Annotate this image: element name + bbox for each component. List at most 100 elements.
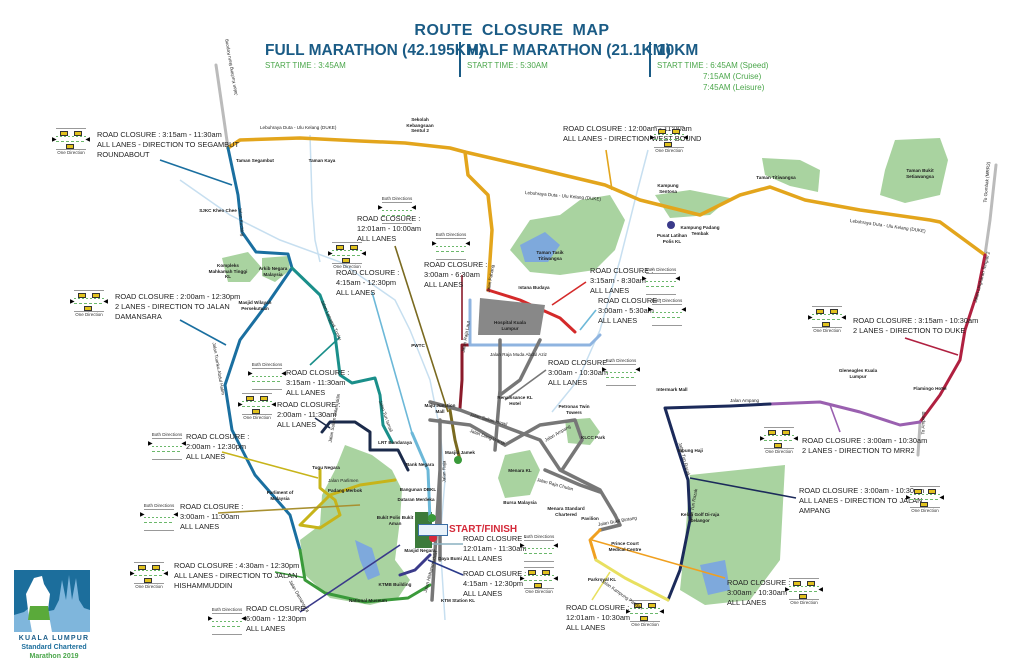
closure-time: ROAD CLOSURE : bbox=[598, 296, 662, 305]
lanes-icon bbox=[212, 613, 242, 635]
park-arkib bbox=[222, 252, 262, 282]
closure-detail: ALL LANES - DIRECTION TO JALAN bbox=[174, 571, 298, 580]
callout-leader-line bbox=[159, 159, 233, 186]
callout-leader-line bbox=[829, 404, 841, 433]
arrow-left-icon: ◀ bbox=[181, 441, 186, 447]
landmark-label: Taman Titiwangsa bbox=[756, 175, 796, 180]
closure-time: ROAD CLOSURE : bbox=[548, 358, 612, 367]
arrow-right-icon: ▶ bbox=[148, 441, 153, 447]
lanes-icon bbox=[56, 128, 86, 150]
arrow-left-icon: ◀ bbox=[85, 137, 90, 143]
lane-direction-icon: One Direction▶◀ bbox=[70, 290, 108, 318]
callout-leader-line bbox=[371, 291, 413, 434]
lakes bbox=[355, 232, 730, 595]
callout-leader-line bbox=[309, 336, 341, 366]
closure-time: ROAD CLOSURE : bbox=[463, 534, 527, 543]
lake-titiwangsa bbox=[520, 232, 560, 262]
closure-detail: 3:00am - 10:30am bbox=[548, 368, 608, 377]
car-icon bbox=[822, 322, 830, 327]
lane-direction-icon: One Direction▶◀ bbox=[906, 486, 944, 514]
closure-detail: 2:00am - 11:30am bbox=[277, 410, 337, 419]
lanes-icon bbox=[812, 306, 842, 328]
arrow-left-icon: ◀ bbox=[553, 543, 558, 549]
closure-time: ROAD CLOSURE : bbox=[277, 400, 341, 409]
closure-detail: ALL LANES bbox=[286, 388, 326, 397]
lane-direction-icon: One Direction▶◀ bbox=[760, 427, 798, 455]
route-lightblue-hospital bbox=[468, 298, 602, 347]
arrow-right-icon: ▶ bbox=[238, 402, 243, 408]
callout-leader-line bbox=[299, 544, 401, 613]
arrow-left-icon: ◀ bbox=[281, 371, 286, 377]
landmark-label: Arkib Negara Malaysia bbox=[258, 266, 288, 277]
closure-detail: DAMANSARA bbox=[115, 312, 162, 321]
landmark-label: Pavilion bbox=[581, 516, 599, 521]
callout-leader-line bbox=[904, 337, 959, 356]
event-name: FULL MARATHON (42.195KM) bbox=[265, 42, 485, 59]
route-yellow-pandan bbox=[594, 558, 670, 602]
car-icon bbox=[74, 131, 82, 136]
closure-detail: ALL LANES bbox=[548, 378, 588, 387]
arrow-right-icon: ▶ bbox=[648, 307, 653, 313]
closure-time: ROAD CLOSURE : bbox=[336, 268, 400, 277]
landmark-label: Bursa Malaysia bbox=[503, 500, 537, 505]
lanes-icon bbox=[524, 540, 554, 562]
lane-direction-icon: Both Directions▶◀ bbox=[148, 432, 186, 460]
landmark-label: Tabung Haji bbox=[677, 448, 703, 453]
car-icon bbox=[336, 245, 344, 250]
callout-leader-line bbox=[591, 539, 726, 579]
lanes-icon bbox=[524, 567, 554, 589]
runner-skyline-icon bbox=[14, 575, 90, 632]
divider bbox=[459, 42, 461, 77]
lanes-icon bbox=[144, 509, 174, 531]
lanes-icon bbox=[74, 290, 104, 312]
arrow-left-icon: ◀ bbox=[635, 367, 640, 373]
landmark-label: National Museum bbox=[348, 598, 388, 603]
landmark-label: KTM Station KL bbox=[440, 598, 476, 603]
route-blue-kuching bbox=[223, 146, 302, 552]
landmark-label: Taman Kaya bbox=[308, 158, 336, 163]
finish-marker bbox=[429, 534, 437, 542]
car-icon bbox=[914, 489, 922, 494]
logo-line-1: KUALA LUMPUR bbox=[18, 635, 90, 642]
lane-direction-icon: Both Directions▶◀ bbox=[208, 607, 246, 635]
direction-label: One Direction bbox=[911, 508, 939, 513]
car-icon bbox=[634, 603, 642, 608]
callout-leader-line bbox=[221, 451, 319, 479]
closure-detail: ALL LANES bbox=[598, 316, 638, 325]
route-lingkaran-tengah bbox=[918, 253, 987, 424]
landmark-label: Parliment of Malaysia bbox=[266, 490, 294, 501]
arrow-left-icon: ◀ bbox=[683, 135, 688, 141]
landmark-label: Tugu Negara bbox=[312, 465, 340, 470]
route-grey-ampang bbox=[916, 422, 922, 457]
callout-leaders bbox=[159, 149, 959, 613]
road-label: Jalan Ampang bbox=[730, 398, 760, 403]
arrow-left-icon: ◀ bbox=[659, 609, 664, 615]
landmark-label: Renaissance KL Hotel bbox=[497, 395, 533, 406]
lane-direction-icon: Both Directions▶◀ bbox=[432, 232, 470, 260]
start-finish-label: START/FINISH bbox=[449, 524, 518, 535]
closure-detail: 3:15am - 11:30am bbox=[286, 378, 346, 387]
route-yellow-parlimen bbox=[298, 468, 397, 530]
callout-leader-line bbox=[591, 571, 611, 601]
closure-detail: ALL LANES - DIRECTION TO SEGAMBUT bbox=[97, 140, 239, 149]
park-titiwangsa bbox=[510, 195, 625, 275]
closure-time: ROAD CLOSURE : bbox=[180, 502, 244, 511]
closure-detail: 2 LANES - DIRECTION TO JALAN bbox=[115, 302, 230, 311]
lanes-icon bbox=[910, 486, 940, 508]
closure-detail: ALL LANES bbox=[246, 624, 286, 633]
closure-time: ROAD CLOSURE : 2:00am - 12:30pm bbox=[115, 292, 241, 301]
closure-detail: ALL LANES bbox=[357, 234, 397, 243]
callout-leader-line bbox=[427, 559, 464, 576]
direction-label: Both Directions bbox=[381, 196, 413, 201]
closure-detail: ALL LANES bbox=[727, 598, 767, 607]
arrow-right-icon: ▶ bbox=[906, 495, 911, 501]
landmark-label: Flamingo Hotel bbox=[913, 386, 947, 391]
landmark-label: Kampung Sentosa bbox=[657, 183, 679, 194]
lanes-icon bbox=[646, 273, 676, 295]
direction-label: One Direction bbox=[333, 264, 361, 269]
closure-detail: ALL LANES - DIRECTION WEST BOUND bbox=[563, 134, 702, 143]
closure-detail: HISHAMMUDDIN bbox=[174, 581, 233, 590]
